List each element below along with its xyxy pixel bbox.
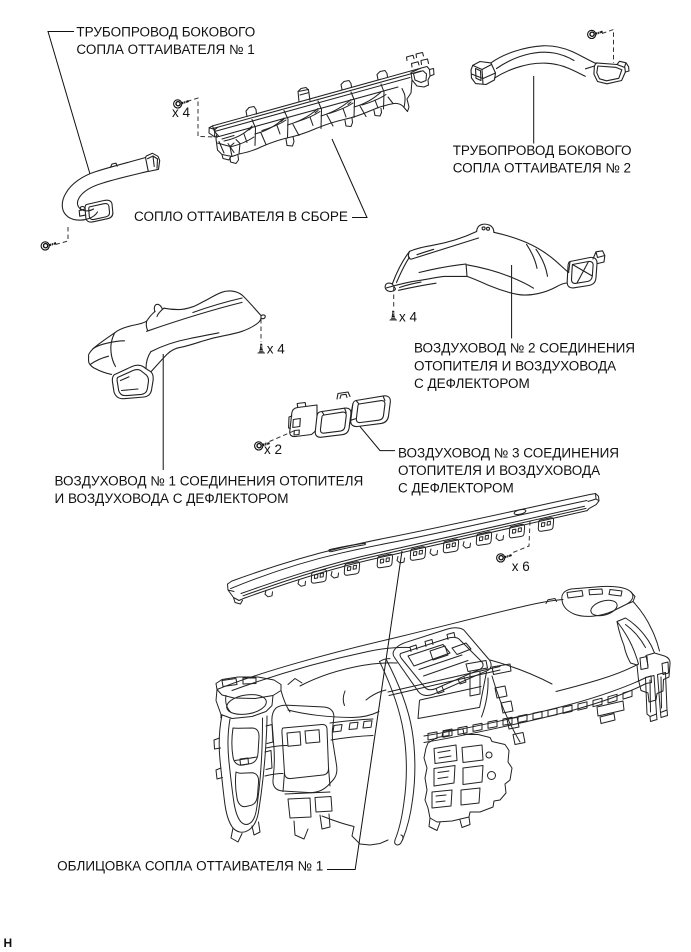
svg-text:x 4: x 4 [399,310,418,325]
svg-text:ВОЗДУХОВОД № 3 СОЕДИНЕНИЯ: ВОЗДУХОВОД № 3 СОЕДИНЕНИЯ [398,445,619,460]
svg-text:ТРУБОПРОВОД БОКОВОГО: ТРУБОПРОВОД БОКОВОГО [76,24,255,39]
svg-text:ВОЗДУХОВОД № 1 СОЕДИНЕНИЯ ОТОП: ВОЗДУХОВОД № 1 СОЕДИНЕНИЯ ОТОПИТЕЛЯ [55,474,364,489]
svg-text:x 2: x 2 [264,442,282,457]
svg-text:И ВОЗДУХОВОДА С ДЕФЛЕКТОРОМ: И ВОЗДУХОВОДА С ДЕФЛЕКТОРОМ [55,491,289,506]
svg-text:ВОЗДУХОВОД № 2 СОЕДИНЕНИЯ: ВОЗДУХОВОД № 2 СОЕДИНЕНИЯ [414,341,635,356]
svg-text:H: H [4,936,13,950]
svg-text:ОТОПИТЕЛЯ И ВОЗДУХОВОДА: ОТОПИТЕЛЯ И ВОЗДУХОВОДА [398,463,600,478]
svg-text:С ДЕФЛЕКТОРОМ: С ДЕФЛЕКТОРОМ [398,481,514,496]
svg-text:ТРУБОПРОВОД БОКОВОГО: ТРУБОПРОВОД БОКОВОГО [453,143,632,158]
svg-text:СОПЛО ОТТАИВАТЕЛЯ В СБОРЕ: СОПЛО ОТТАИВАТЕЛЯ В СБОРЕ [134,209,348,224]
svg-text:СОПЛА ОТТАИВАТЕЛЯ № 1: СОПЛА ОТТАИВАТЕЛЯ № 1 [76,42,254,57]
svg-text:x 4: x 4 [267,342,286,357]
svg-text:x 4: x 4 [172,105,191,120]
svg-text:ОБЛИЦОВКА СОПЛА ОТТАИВАТЕЛЯ №: ОБЛИЦОВКА СОПЛА ОТТАИВАТЕЛЯ № 1 [57,859,323,874]
svg-text:СОПЛА ОТТАИВАТЕЛЯ № 2: СОПЛА ОТТАИВАТЕЛЯ № 2 [453,161,631,176]
svg-text:С ДЕФЛЕКТОРОМ: С ДЕФЛЕКТОРОМ [414,376,530,391]
svg-text:x 6: x 6 [512,559,530,574]
svg-text:ОТОПИТЕЛЯ И ВОЗДУХОВОДА: ОТОПИТЕЛЯ И ВОЗДУХОВОДА [414,358,616,373]
